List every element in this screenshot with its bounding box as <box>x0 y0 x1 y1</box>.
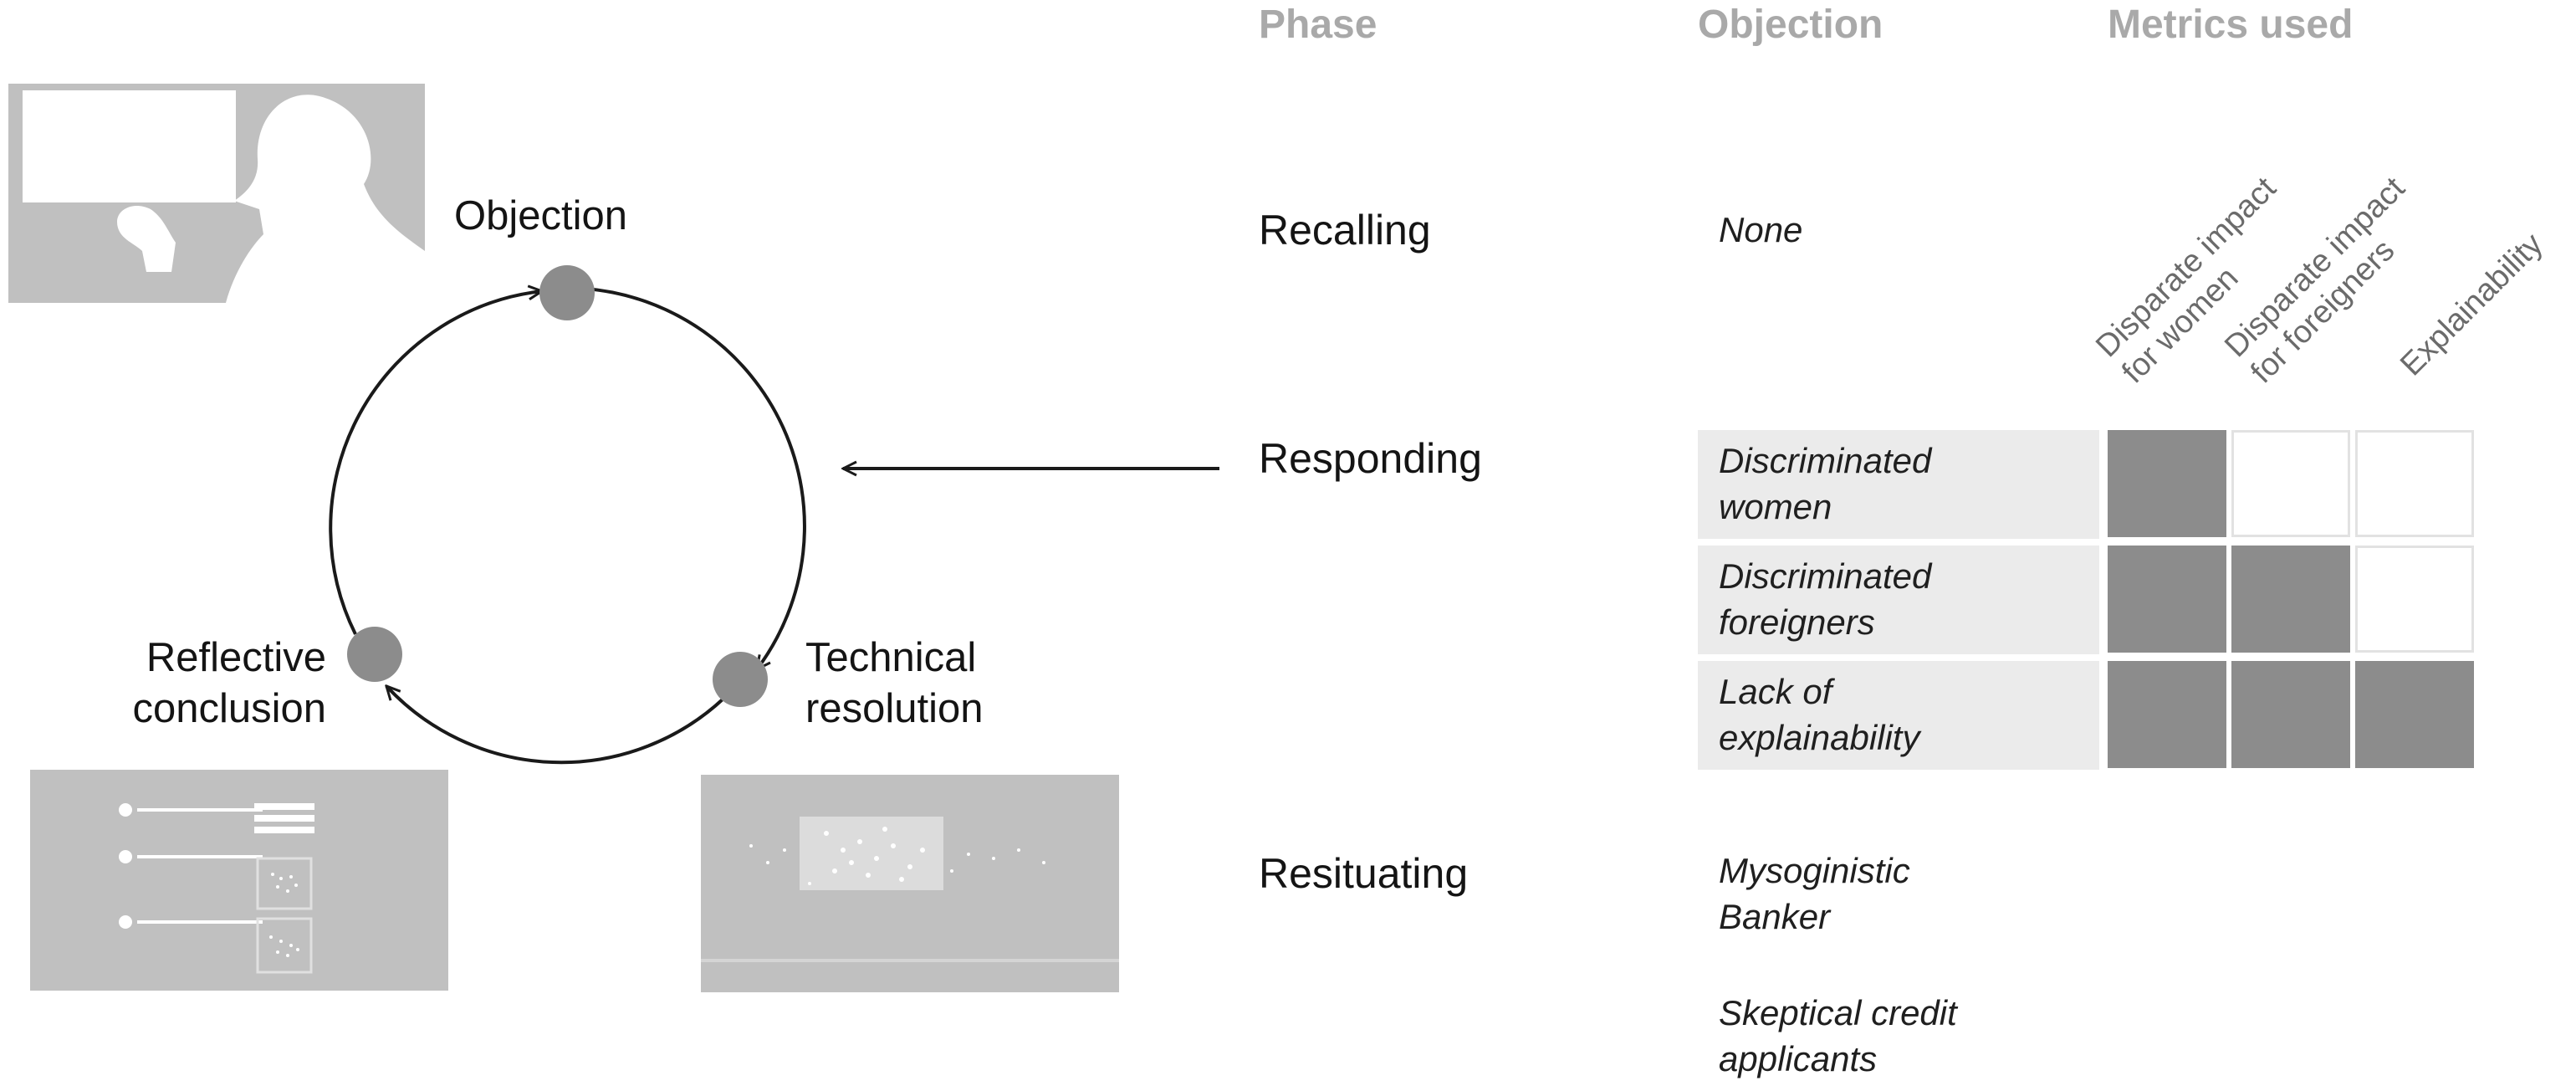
cycle-diagram <box>329 265 1219 765</box>
matrix-cell-r1-explainability <box>2355 430 2474 537</box>
conclusion-slide-illustration <box>30 770 448 991</box>
matrix-cell-r2-women <box>2108 546 2226 653</box>
column-header-phase: Phase <box>1259 3 1377 47</box>
speech-screen <box>23 90 236 202</box>
column-header-objection: Objection <box>1698 3 1883 47</box>
objection-discriminated-women: Discriminated women <box>1719 441 1932 526</box>
matrix-cell-r3-women <box>2108 661 2226 768</box>
presenter-thumbnail <box>8 84 425 303</box>
objection-row-explainability <box>1698 661 2099 770</box>
phase-responding: Responding <box>1259 435 1482 482</box>
matrix-cell-r1-foreigners <box>2231 430 2350 537</box>
stage-label-reflective: Reflective conclusion <box>132 635 326 731</box>
matrix-cell-r2-foreigners <box>2231 546 2350 653</box>
column-header-metrics: Metrics used <box>2108 3 2354 47</box>
objection-discriminated-foreigners: Discriminated foreigners <box>1719 556 1932 642</box>
cycle-arc-reflective-to-objection <box>329 291 542 635</box>
conclusion-slide-thumbnail <box>30 770 448 991</box>
presenter-illustration <box>8 84 425 303</box>
matrix-cell-r1-women <box>2108 430 2226 537</box>
objection-skeptical-applicants: Skeptical credit applicants <box>1719 993 1957 1078</box>
stage-label-objection: Objection <box>454 193 628 238</box>
matrix-cell-r2-explainability <box>2355 546 2474 653</box>
cycle-arc-technical-to-reflective <box>386 686 725 765</box>
phase-recalling: Recalling <box>1259 207 1431 254</box>
cycle-node-reflective <box>347 627 402 682</box>
objection-mysoginistic-banker: Mysoginistic Banker <box>1719 851 1910 936</box>
cycle-node-objection <box>539 265 595 320</box>
presenter-silhouette <box>226 95 425 303</box>
objection-lack-explainability: Lack of explainability <box>1719 672 1920 757</box>
cycle-node-technical <box>713 652 768 707</box>
matrix-cell-r3-foreigners <box>2231 661 2350 768</box>
stage-label-technical: Technical resolution <box>805 635 984 731</box>
scatter-plot-illustration <box>701 775 1119 992</box>
objection-none: None <box>1719 210 1803 249</box>
matrix-cell-r3-explainability <box>2355 661 2474 768</box>
phase-resituating: Resituating <box>1259 850 1469 897</box>
metric-label-explainability: Explainability <box>2394 226 2550 383</box>
objection-row-foreigners <box>1698 546 2099 654</box>
technical-plot-thumbnail <box>701 775 1119 992</box>
objection-row-women <box>1698 430 2099 539</box>
cycle-arc-objection-to-technical <box>585 287 806 669</box>
presenter-hand <box>117 205 176 272</box>
